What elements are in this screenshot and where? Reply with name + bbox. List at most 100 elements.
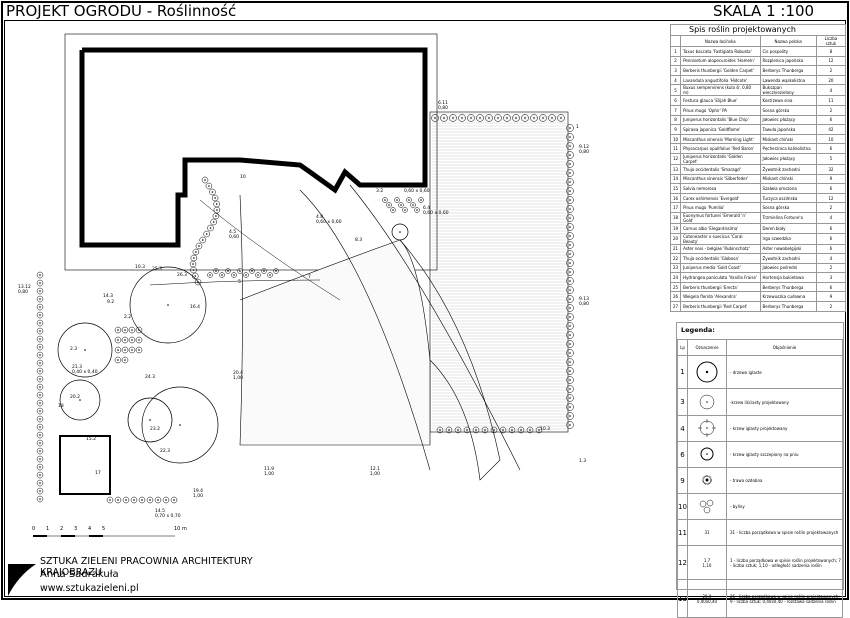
plant-center	[39, 482, 41, 484]
plant-cell: 26	[669, 291, 682, 303]
plant-center	[569, 334, 571, 336]
legend-desc: - drzewo iglaste	[726, 355, 843, 389]
plant-symbol	[535, 426, 543, 434]
plant-center	[515, 117, 517, 119]
plant-symbol	[414, 207, 420, 213]
plant-center	[569, 217, 571, 219]
plant-symbol	[203, 230, 210, 238]
plant-center	[215, 270, 217, 272]
legend-desc: -krzew liściasty projektowany	[726, 388, 843, 416]
plant-symbol	[566, 187, 574, 195]
plan-label: 6.11	[438, 100, 448, 106]
plant-symbol	[398, 202, 404, 208]
plant-symbol	[36, 447, 44, 455]
plant-symbol	[566, 142, 574, 150]
plant-center	[39, 418, 41, 420]
plant-cell: 14	[669, 173, 682, 185]
plant-cell: Żywotnik zachodni	[759, 163, 817, 175]
plan-label: 9.13	[579, 296, 589, 302]
plan-label: 1,00	[193, 493, 203, 499]
plant-center	[488, 117, 490, 119]
plant-center	[39, 330, 41, 332]
plant-center	[569, 172, 571, 174]
plant-cell: Salvia nemorosa	[680, 183, 761, 194]
plant-symbol	[36, 455, 44, 463]
plant-center	[569, 235, 571, 237]
plant-center	[124, 349, 126, 351]
plant-center	[39, 298, 41, 300]
plant-center	[192, 263, 194, 265]
plant-center	[109, 499, 111, 501]
plant-symbol	[213, 268, 219, 274]
plant-symbol	[207, 224, 214, 232]
plant-center	[195, 251, 197, 253]
plant-symbol	[36, 287, 44, 295]
plan-label: 15.2	[86, 436, 96, 442]
plan-label: 0,60 x 0,60	[423, 210, 449, 216]
plant-cell: 7	[669, 104, 682, 116]
plant-center	[39, 426, 41, 428]
plant-center	[39, 386, 41, 388]
plant-center	[404, 209, 406, 211]
plant-center	[538, 429, 540, 431]
plant-symbol	[231, 272, 237, 278]
plant-cell: 6	[815, 243, 847, 255]
plant-center	[39, 410, 41, 412]
firm-logo	[8, 564, 39, 597]
plant-symbol	[36, 439, 44, 447]
plant-symbol	[57, 322, 113, 378]
plant-symbol	[485, 114, 493, 122]
legend-desc: 31 - liczba porządkowa w spisie roślin p…	[726, 519, 843, 546]
plant-symbol	[394, 197, 400, 203]
plant-cell: Taxus baccata 'Fastigiata Robusta'	[680, 46, 761, 57]
plant-center	[569, 145, 571, 147]
plant-cell: Lavandula angustifolia 'Hidcote'	[680, 74, 761, 86]
plant-symbol	[267, 272, 273, 278]
plant-cell: Turzyca oszimska	[759, 192, 817, 204]
plan-label: 2.3	[70, 346, 77, 352]
plant-center	[192, 269, 195, 271]
plant-cell: 6	[669, 95, 682, 106]
plant-cell: 3	[815, 272, 847, 283]
scale-tick: 5	[102, 526, 105, 532]
plant-symbol	[494, 114, 502, 122]
plant-center	[569, 343, 571, 345]
plant-symbol	[566, 385, 574, 393]
plant-symbol	[190, 266, 197, 274]
plant-center	[452, 117, 454, 119]
plant-symbol	[59, 379, 101, 421]
plant-symbol	[225, 268, 231, 274]
plant-symbol	[499, 426, 507, 434]
plant-cell: Dereń biały	[759, 222, 817, 234]
sheet-frame	[1, 1, 849, 600]
plant-cell: 11	[815, 95, 847, 106]
plant-symbol	[566, 169, 574, 177]
legend-symbol	[687, 493, 727, 520]
plant-center	[39, 370, 41, 372]
plant-cell: Thuja occidentalis 'Globosa'	[680, 253, 761, 264]
plant-center	[257, 274, 259, 276]
firm-block: SZTUKA ZIELENI PRACOWNIA ARCHITEKTURY KR…	[8, 556, 308, 597]
plant-symbol	[472, 426, 480, 434]
legend-col-desc: Objaśnienie	[726, 339, 843, 356]
plant-cell: 6	[815, 114, 847, 126]
plan-label: 19.4	[193, 488, 203, 494]
plan-label: 0,40 x 0,40	[72, 369, 98, 375]
plant-symbol	[566, 223, 574, 231]
plant-symbol	[122, 496, 130, 504]
firm-website[interactable]: www.sztukazieleni.pl	[40, 583, 139, 594]
legend-symbol	[687, 467, 727, 494]
drawing-border	[4, 20, 846, 597]
plant-cell: 8	[669, 114, 682, 126]
plant-symbol	[170, 496, 178, 504]
plant-cell: 6	[815, 232, 847, 245]
plant-cell: 32	[815, 163, 847, 175]
legend-no: 1	[677, 355, 688, 389]
plant-center	[569, 136, 571, 138]
